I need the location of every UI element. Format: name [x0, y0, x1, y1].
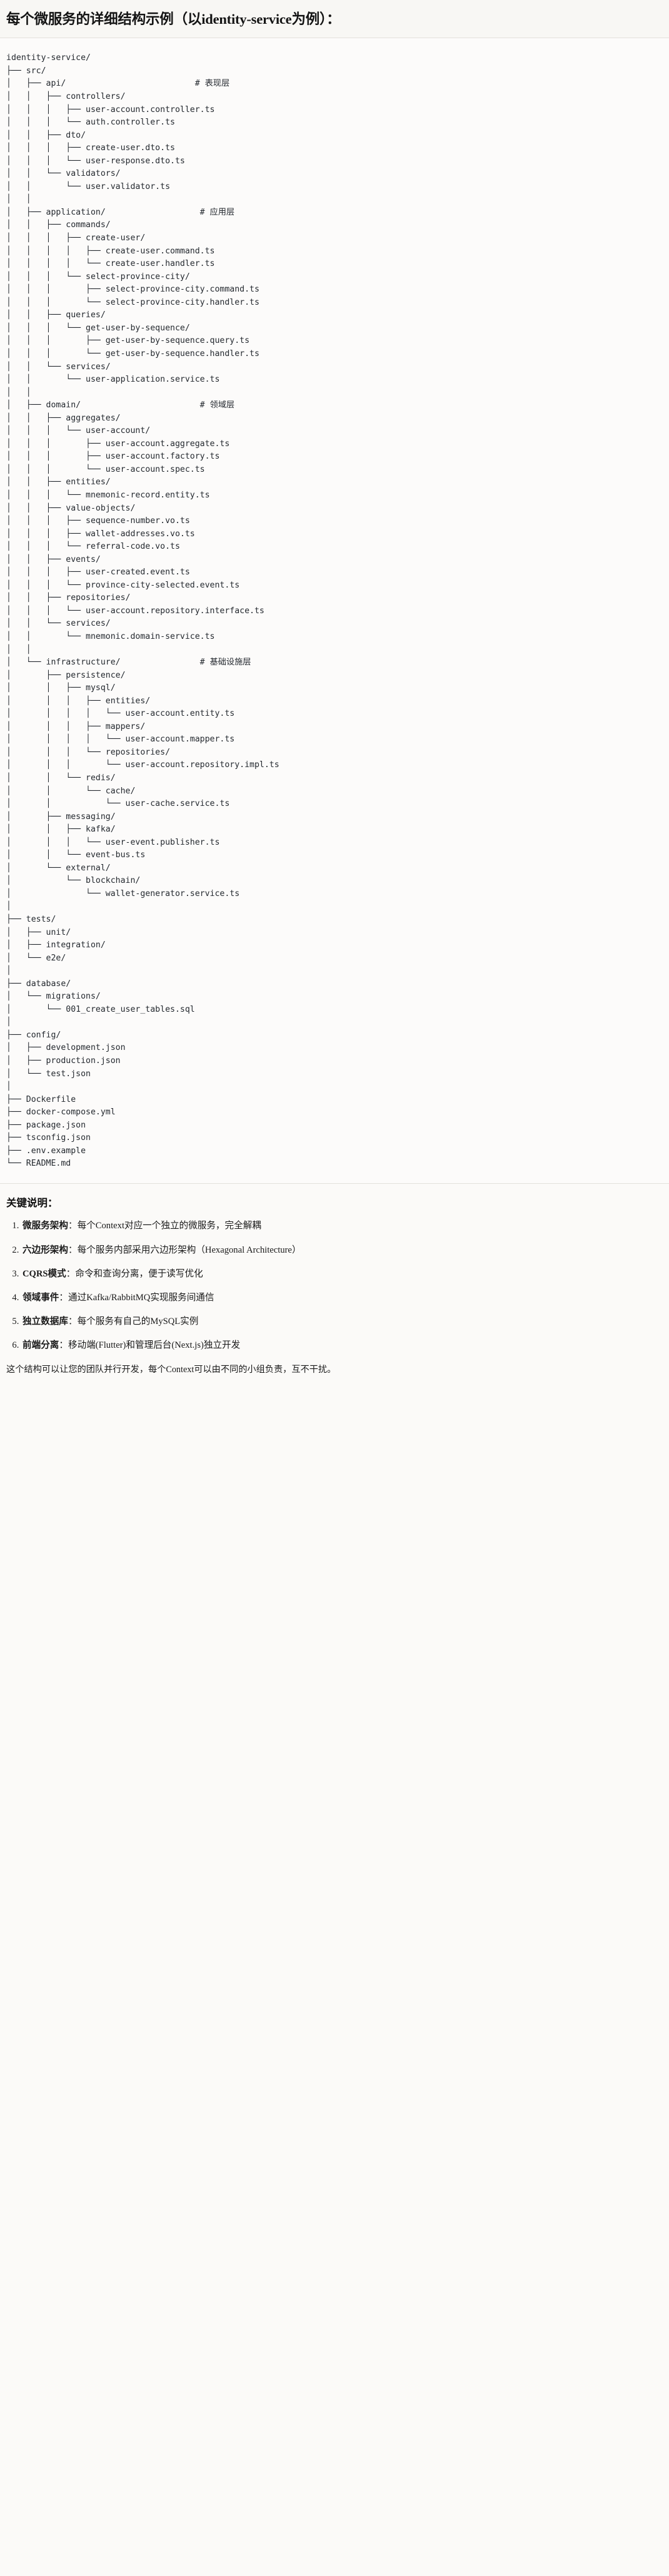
list-item: 独立数据库：每个服务有自己的MySQL实例: [21, 1315, 663, 1328]
key-point-term: 六边形架构: [23, 1245, 68, 1255]
list-item: 前端分离：移动端(Flutter)和管理后台(Next.js)独立开发: [21, 1339, 663, 1352]
closing-paragraph: 这个结构可以让您的团队并行开发，每个Context可以由不同的小组负责，互不干扰…: [6, 1365, 336, 1375]
document-page: 每个微服务的详细结构示例（以identity-service为例）： ident…: [0, 0, 669, 1391]
key-points-list: 微服务架构：每个Context对应一个独立的微服务，完全解耦 六边形架构：每个服…: [6, 1219, 663, 1352]
document-header: 每个微服务的详细结构示例（以identity-service为例）：: [0, 0, 669, 39]
key-point-term: CQRS模式: [23, 1268, 66, 1279]
list-item: 领域事件：通过Kafka/RabbitMQ实现服务间通信: [21, 1291, 663, 1305]
key-point-desc: 每个Context对应一个独立的微服务，完全解耦: [77, 1221, 261, 1231]
key-points-title: 关键说明：: [6, 1196, 58, 1209]
key-point-desc: 每个服务有自己的MySQL实例: [77, 1316, 199, 1327]
directory-tree-block: identity-service/ ├── src/ │ ├── api/ # …: [0, 38, 669, 1183]
key-point-term: 独立数据库: [23, 1316, 68, 1327]
key-point-separator: ：: [68, 1245, 78, 1255]
key-point-separator: ：: [66, 1268, 76, 1279]
key-point-desc: 命令和查询分离，便于读写优化: [75, 1268, 203, 1279]
key-point-term: 前端分离: [23, 1340, 59, 1351]
page-title: 每个微服务的详细结构示例（以identity-service为例）：: [6, 11, 341, 27]
key-point-term: 领域事件: [23, 1292, 59, 1303]
directory-tree: identity-service/ ├── src/ │ ├── api/ # …: [6, 53, 279, 1169]
key-point-separator: ：: [59, 1340, 68, 1351]
key-point-term: 微服务架构: [23, 1221, 68, 1231]
list-item: 微服务架构：每个Context对应一个独立的微服务，完全解耦: [21, 1219, 663, 1233]
key-point-desc: 通过Kafka/RabbitMQ实现服务间通信: [68, 1292, 214, 1303]
list-item: 六边形架构：每个服务内部采用六边形架构（Hexagonal Architectu…: [21, 1244, 663, 1257]
key-points-block: 关键说明： 微服务架构：每个Context对应一个独立的微服务，完全解耦 六边形…: [0, 1183, 669, 1391]
key-point-separator: ：: [68, 1221, 78, 1231]
key-point-desc: 移动端(Flutter)和管理后台(Next.js)独立开发: [68, 1340, 241, 1351]
list-item: CQRS模式：命令和查询分离，便于读写优化: [21, 1268, 663, 1281]
key-point-separator: ：: [59, 1292, 68, 1303]
key-point-desc: 每个服务内部采用六边形架构（Hexagonal Architecture）: [77, 1245, 301, 1255]
key-point-separator: ：: [68, 1316, 78, 1327]
